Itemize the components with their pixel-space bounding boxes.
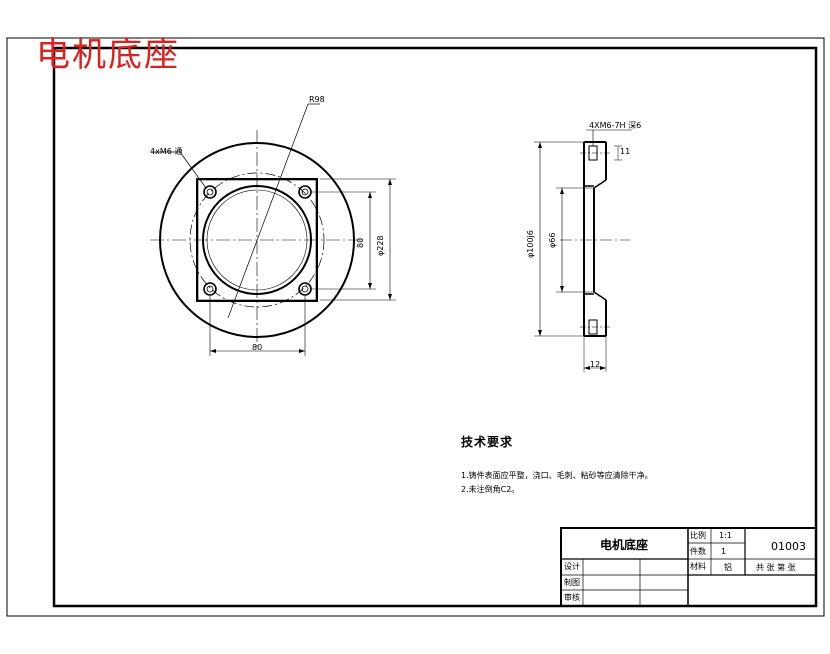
title-block-grid [560, 527, 817, 607]
reviewer-label: 审核 [564, 593, 580, 602]
dim-right-inner: 80 [356, 237, 365, 248]
dim-bottom-80: 80 [252, 343, 263, 352]
scale-value: 1:1 [719, 531, 732, 540]
tech-requirements-heading: 技术要求 [461, 435, 514, 449]
designer-label: 设计 [564, 562, 580, 571]
dim-thickness: 12 [590, 360, 601, 369]
material-label: 材料 [690, 562, 706, 571]
side-view-arrows [538, 142, 606, 370]
title-block-part-name: 电机底座 [600, 538, 649, 552]
quantity-label: 件数 [690, 547, 706, 556]
tech-requirement-item: 2.未注倒角C2。 [461, 485, 520, 494]
dim-side-outer: φ100j6 [526, 230, 535, 258]
quantity-value: 1 [721, 547, 727, 556]
thread-note: 4XM6-7H 深6 [589, 121, 642, 130]
material-value: 铝 [724, 563, 732, 572]
scale-label: 比例 [690, 531, 706, 540]
outer-border [6, 37, 825, 617]
drawing-title-red: 电机底座 [36, 35, 180, 75]
dim-right-outer: φ228 [376, 235, 385, 256]
small-dim: 11 [620, 147, 631, 156]
tech-requirement-item: 1.铸件表面应平整，浇口、毛刺、粘砂等应清除干净。 [461, 471, 653, 480]
sheet-info: 共 张 第 张 [756, 563, 796, 572]
drawing-number: 01003 [771, 540, 806, 553]
inner-frame [52, 46, 818, 608]
front-view-arrows [210, 179, 392, 353]
side-view [534, 129, 632, 372]
drafter-label: 制图 [564, 578, 580, 587]
diameter-label: R98 [309, 95, 325, 104]
hole-note: 4xM6 通 [150, 147, 183, 156]
front-view [150, 103, 396, 356]
dim-side-inner: φ66 [548, 232, 557, 248]
